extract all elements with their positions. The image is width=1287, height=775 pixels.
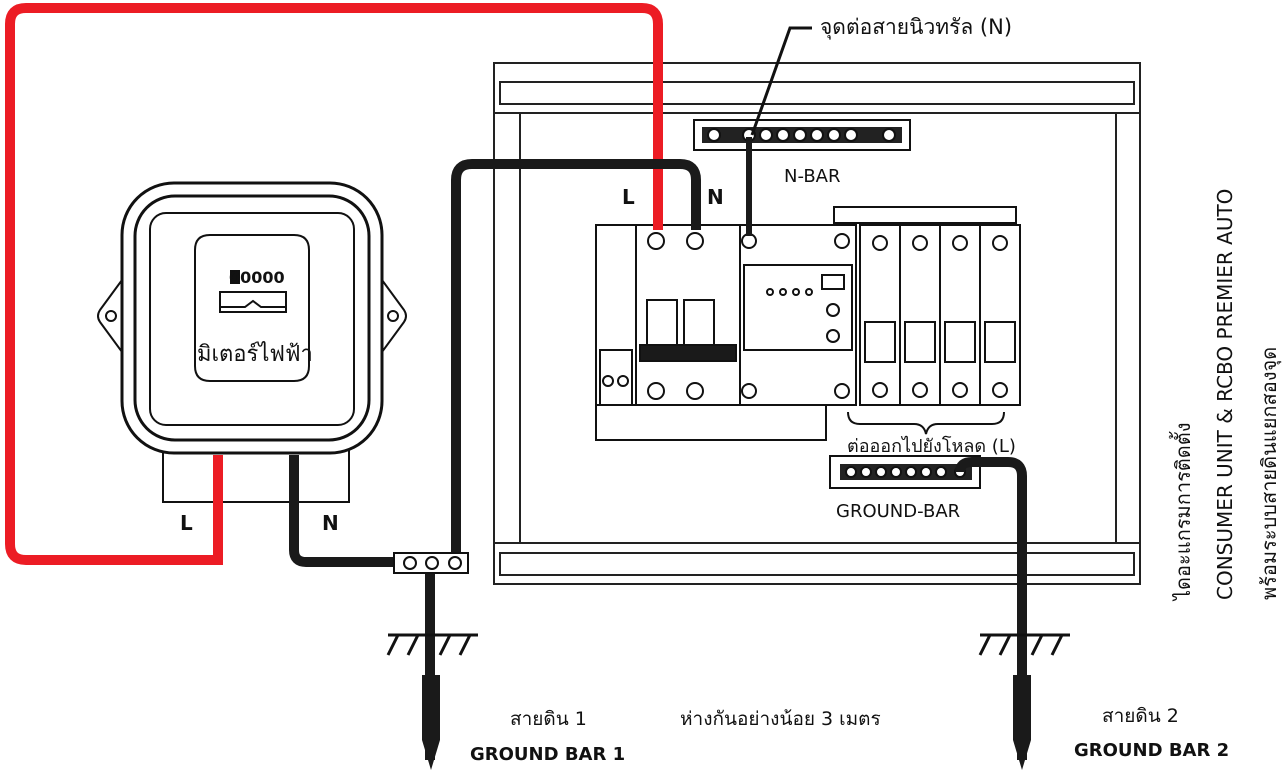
- meter-counter: [230, 270, 240, 284]
- neutral-leader-line: [750, 26, 812, 136]
- ground-1-thai-label: สายดิน 1: [510, 708, 587, 730]
- side-title-line1: ไดอะแกรมการติดตั้ง: [1169, 422, 1195, 602]
- ground-1-en-label: GROUND BAR 1: [470, 744, 625, 765]
- n-bar-label: N-BAR: [784, 166, 841, 187]
- consumer-unit-enclosure: [493, 62, 1141, 585]
- l-terminal-label: L: [622, 185, 635, 209]
- ground-bar-label: GROUND-BAR: [836, 501, 960, 522]
- side-title-line3-group: พร้อมระบบสายดินแยกสองจุด: [1257, 347, 1282, 600]
- neutral-wire-meter: [289, 455, 435, 760]
- ground-wire-2: [955, 457, 1027, 760]
- side-title-line2-group: CONSUMER UNIT & RCBO PREMIER AUTO: [1213, 189, 1237, 600]
- ground-rod-1: [386, 633, 478, 770]
- main-rcbo: [595, 224, 857, 441]
- meter-name-label: มิเตอร์ไฟฟ้า: [197, 341, 313, 367]
- branch-breakers: [833, 206, 1021, 406]
- meter-l-label: L: [180, 511, 193, 535]
- ground-2-en-label: GROUND BAR 2: [1074, 740, 1229, 761]
- neutral-connection-label: จุดต่อสายนิวทรัล (N): [820, 15, 1012, 40]
- electric-meter: [97, 181, 407, 503]
- n-terminal-label: N: [707, 185, 724, 209]
- ground-rod-2: [978, 633, 1070, 770]
- neutral-wire-rcbo: [451, 159, 701, 562]
- n-bar: [693, 119, 911, 151]
- meter-counter-label: 00000: [229, 268, 285, 287]
- load-output-bracket: [847, 411, 1005, 435]
- side-title-line2: CONSUMER UNIT & RCBO PREMIER AUTO: [1213, 189, 1237, 600]
- live-wire: [5, 3, 663, 565]
- load-output-label: ต่อออกไปยังโหลด (L): [847, 435, 1016, 457]
- meter-n-label: N: [322, 511, 339, 535]
- ground-2-thai-label: สายดิน 2: [1102, 705, 1179, 727]
- ground-bar: [829, 455, 981, 489]
- separation-label: ห่างกันอย่างน้อย 3 เมตร: [680, 708, 881, 730]
- terminal-connector: [393, 552, 469, 574]
- side-title-line3: พร้อมระบบสายดินแยกสองจุด: [1257, 347, 1282, 600]
- side-title: ไดอะแกรมการติดตั้ง: [1169, 422, 1195, 602]
